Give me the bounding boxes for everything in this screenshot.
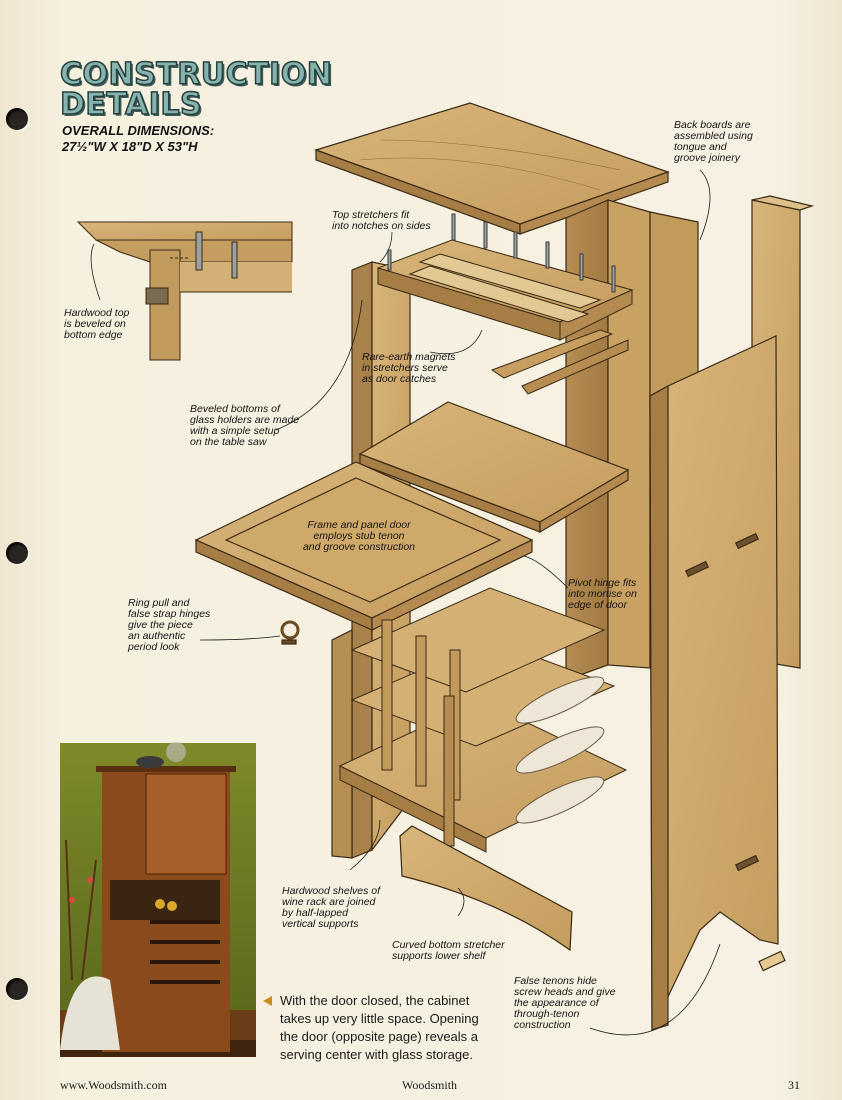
callout-wine-shelves: Hardwood shelves of wine rack are joined… <box>282 886 380 930</box>
callout-magnets: Rare-earth magnets in stretchers serve a… <box>362 352 455 385</box>
callout-bottom-stretcher: Curved bottom stretcher supports lower s… <box>392 940 505 962</box>
callout-line: construction <box>514 1019 571 1031</box>
callout-line: False tenons hide <box>514 975 597 987</box>
callout-line: edge of door <box>568 599 627 611</box>
callout-back-boards: Back boards are assembled using tongue a… <box>674 120 753 164</box>
callout-line: groove joinery <box>674 152 740 164</box>
title-line-2: DETAILS <box>59 87 203 122</box>
callout-leaders <box>90 169 721 1036</box>
cabinet-top-panel <box>314 102 670 235</box>
callout-line: by half-lapped <box>282 907 348 919</box>
callout-line: Pivot hinge fits <box>568 577 637 589</box>
callout-line: is beveled on <box>64 318 126 330</box>
callout-line: Ring pull and <box>128 597 190 609</box>
caption-line: With the door closed, the cabinet <box>280 993 470 1008</box>
callout-line: glass holders are made <box>190 414 300 426</box>
title-line-1: CONSTRUCTION <box>59 57 333 92</box>
page-number: 31 <box>788 1078 800 1092</box>
callout-line: Top stretchers fit <box>332 209 410 221</box>
callout-line: as door catches <box>362 373 437 385</box>
callout-door: Frame and panel door employs stub tenon … <box>284 520 434 553</box>
page-title: CONSTRUCTION DETAILS <box>59 57 333 122</box>
callout-line: assembled using <box>674 130 753 142</box>
footer-url: www.Woodsmith.com <box>60 1078 167 1092</box>
dimensions-label: OVERALL DIMENSIONS: <box>62 123 215 138</box>
callout-hardwood-top: Hardwood top is beveled on bottom edge <box>64 308 129 341</box>
binder-hole <box>6 542 28 564</box>
callout-line: and groove construction <box>302 541 416 553</box>
callout-line: Frame and panel door <box>307 519 411 531</box>
callout-line: Back boards are <box>674 119 751 131</box>
callout-line: Beveled bottoms of <box>190 403 280 415</box>
callout-line: on the table saw <box>190 436 267 448</box>
frame-and-panel-door <box>194 461 534 645</box>
callout-top-stretchers: Top stretchers fit into notches on sides <box>332 210 431 232</box>
hardwood-top-detail <box>76 221 293 361</box>
callout-line: screw heads and give <box>514 986 616 998</box>
overall-dimensions: OVERALL DIMENSIONS: 27½"W X 18"D X 53"H <box>62 123 214 155</box>
dimensions-value: 27½"W X 18"D X 53"H <box>62 139 198 154</box>
caption-line: serving center with glass storage. <box>280 1047 473 1062</box>
callout-line: Rare-earth magnets <box>362 351 456 363</box>
callout-false-tenons: False tenons hide screw heads and give t… <box>514 976 616 1031</box>
photo-caption: With the door closed, the cabinet takes … <box>280 992 520 1064</box>
right-side-panel <box>649 335 786 1031</box>
callout-line: in stretchers serve <box>362 362 448 374</box>
caption-line: the door (opposite page) reveals a <box>280 1029 479 1044</box>
callout-line: Curved bottom stretcher <box>392 939 505 951</box>
callout-line: bottom edge <box>64 329 123 341</box>
footer-brand: Woodsmith <box>402 1078 458 1092</box>
binder-hole <box>6 978 28 1000</box>
callout-line: Hardwood top <box>64 307 130 319</box>
callout-line: wine rack are joined <box>282 896 376 908</box>
callout-ring-pull: Ring pull and false strap hinges give th… <box>128 598 210 653</box>
callout-line: vertical supports <box>282 918 359 930</box>
callout-line: into mortise on <box>568 588 637 600</box>
callout-line: into notches on sides <box>332 220 431 232</box>
cabinet-photo <box>60 742 256 1057</box>
binder-hole <box>6 108 28 130</box>
callout-line: supports lower shelf <box>392 950 486 962</box>
caption-bullet-icon <box>263 996 272 1006</box>
curved-bottom-stretcher <box>399 825 573 952</box>
upper-shelf <box>358 401 630 534</box>
callout-glass-holders: Beveled bottoms of glass holders are mad… <box>190 404 299 448</box>
callout-line: give the piece <box>128 619 193 631</box>
top-stretchers <box>376 213 634 395</box>
callout-line: the appearance of <box>514 997 599 1009</box>
caption-line: takes up very little space. Opening <box>280 1011 479 1026</box>
callout-line: Hardwood shelves of <box>282 885 381 897</box>
callout-line: employs stub tenon <box>313 530 405 542</box>
callout-line: tongue and <box>674 141 727 153</box>
callout-pivot-hinge: Pivot hinge fits into mortise on edge of… <box>568 578 637 611</box>
callout-line: through-tenon <box>514 1008 580 1020</box>
callout-line: false strap hinges <box>128 608 211 620</box>
wine-rack <box>338 587 628 853</box>
callout-line: an authentic <box>128 630 186 642</box>
callout-line: period look <box>128 641 180 653</box>
callout-line: with a simple setup <box>190 425 280 437</box>
